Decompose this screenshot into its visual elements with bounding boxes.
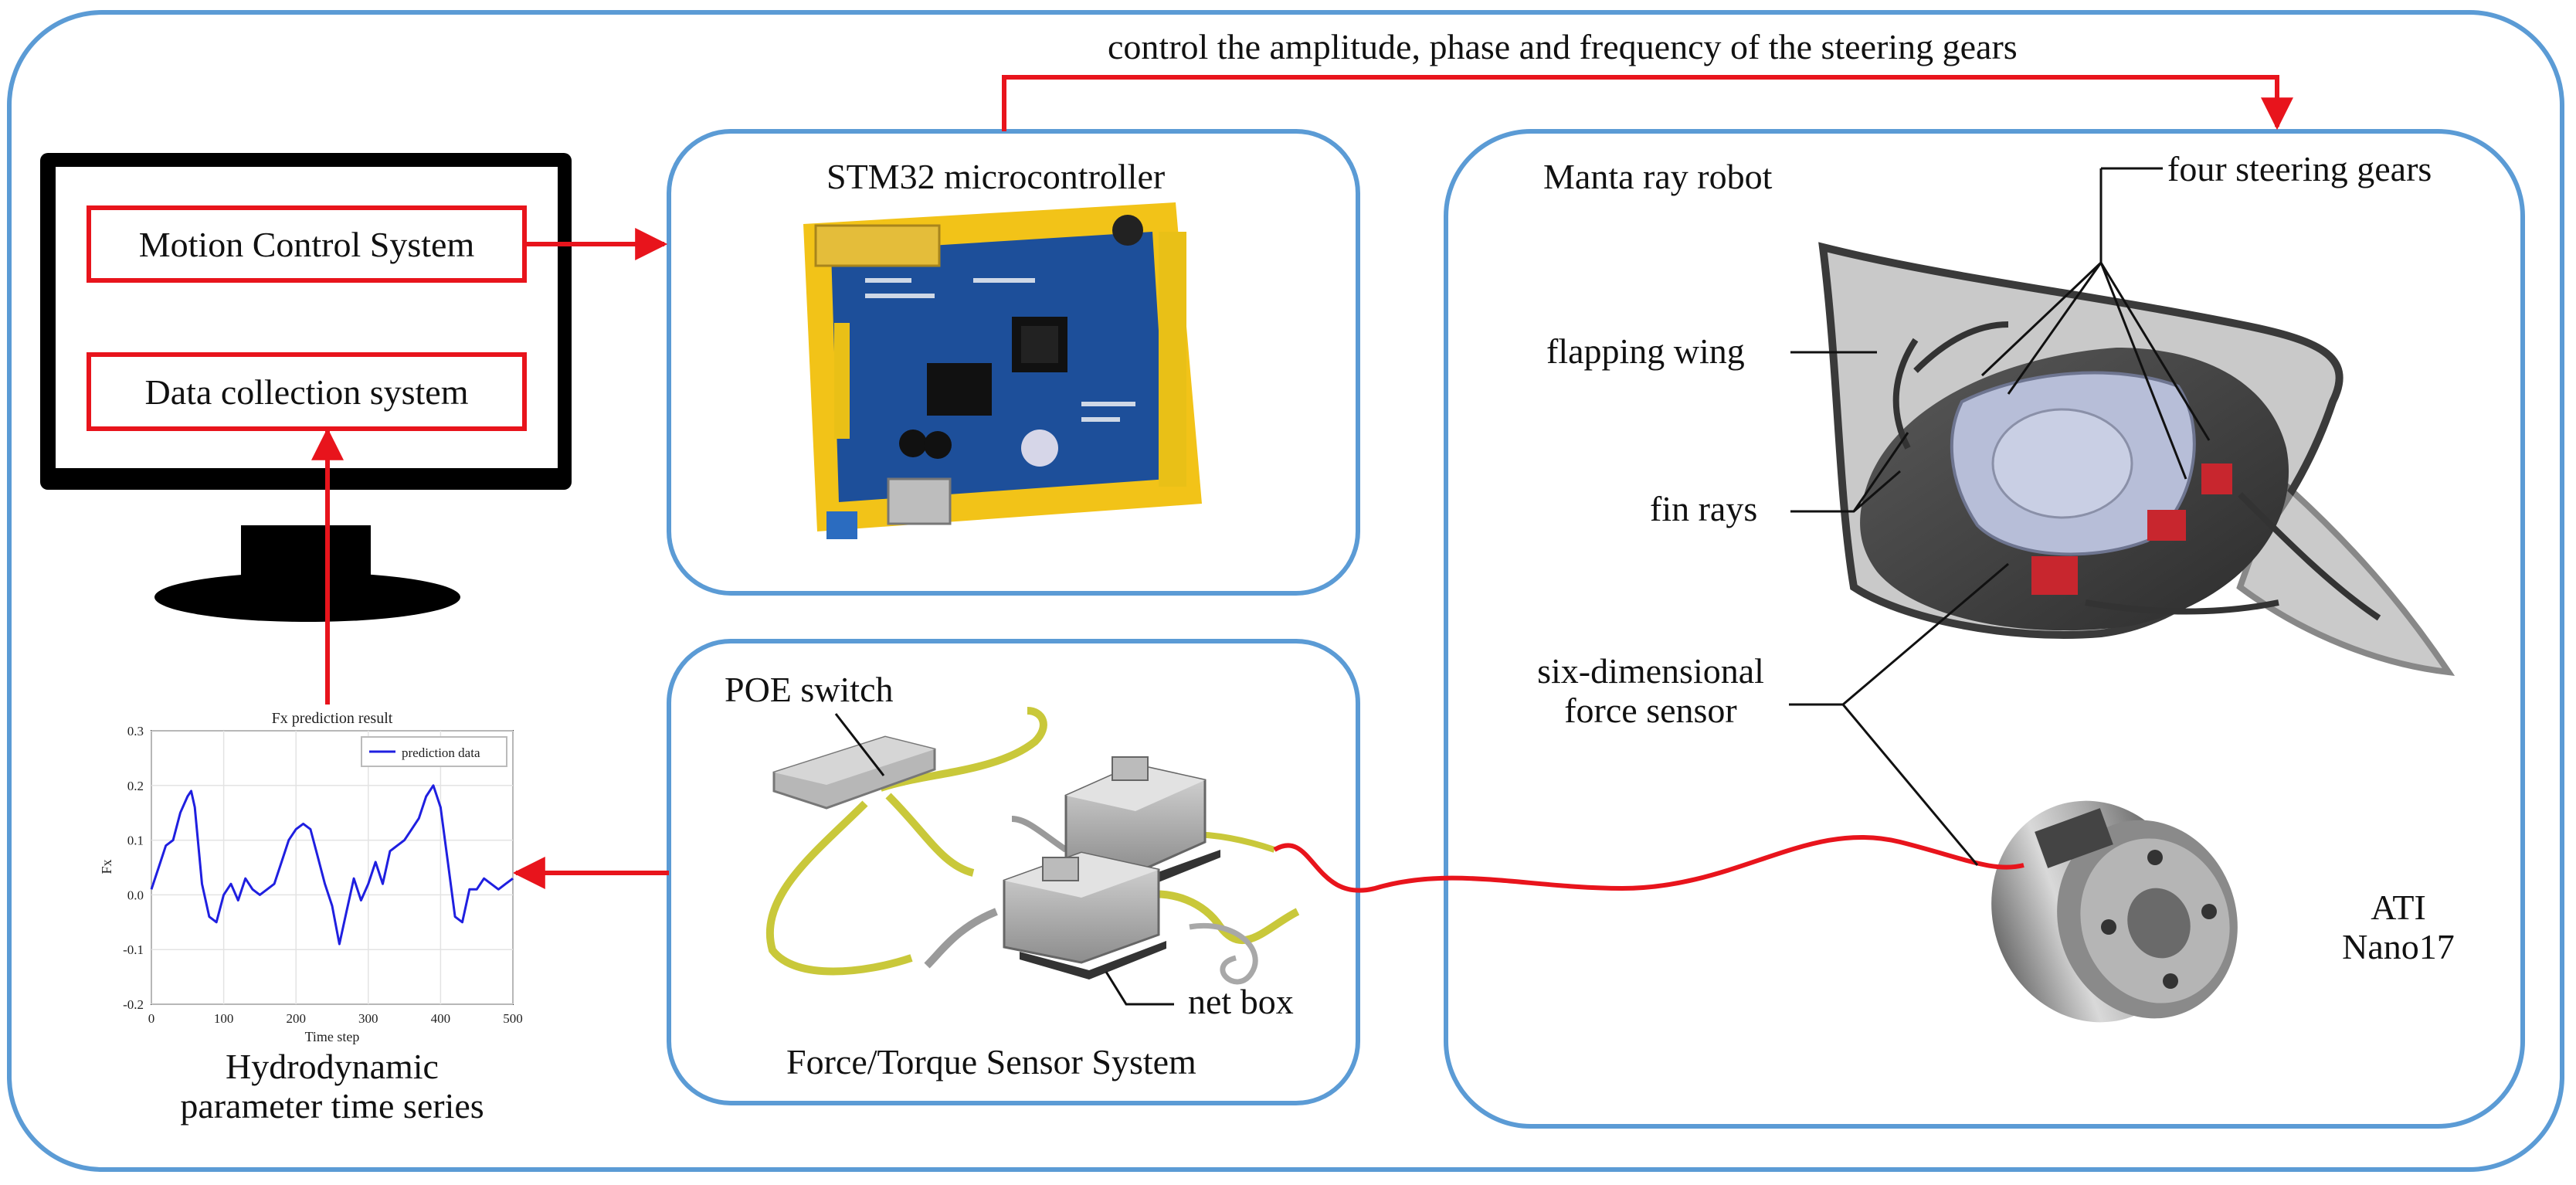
robot-title: Manta ray robot <box>1543 157 1773 196</box>
net-box-label: net box <box>1188 982 1294 1021</box>
chart-plot-area <box>151 730 514 1005</box>
legend-label: prediction data <box>402 745 480 760</box>
robot-panel <box>1444 129 2525 1129</box>
ati-label: ATI Nano17 <box>2317 888 2479 966</box>
force-sensor-label: six-dimensional force sensor <box>1515 651 1786 730</box>
x-tick-label: 200 <box>286 1011 306 1026</box>
pointer-fin-rays <box>1790 432 1909 513</box>
plot-caption-line2: parameter time series <box>180 1085 484 1126</box>
pointer-poe-switch <box>834 713 885 776</box>
ati-line1: ATI <box>2371 888 2426 927</box>
plot-caption: Hydrodynamic parameter time series <box>116 1047 548 1126</box>
data-collection-box[interactable]: Data collection system <box>87 352 527 431</box>
ati-nano17-image <box>1991 800 2238 1023</box>
y-tick-label: -0.2 <box>123 997 144 1012</box>
force-sensor-line2: force sensor <box>1564 690 1737 730</box>
pointer-steering-gears <box>1980 167 2211 480</box>
sensor-system-panel <box>667 639 1360 1105</box>
fin-rays-label: fin rays <box>1650 489 1758 528</box>
manta-ray-robot-image <box>1818 242 2456 676</box>
motion-control-box[interactable]: Motion Control System <box>87 205 527 283</box>
outer-frame <box>7 10 2564 1172</box>
y-tick-label: -0.1 <box>123 942 144 957</box>
pointer-net-box <box>1105 971 1174 1006</box>
x-tick-label: 100 <box>214 1011 234 1026</box>
x-tick-label: 0 <box>148 1011 155 1026</box>
stm32-panel <box>667 129 1360 596</box>
y-tick-label: 0.0 <box>127 888 144 902</box>
y-tick-label: 0.2 <box>127 779 144 793</box>
fx-chart: -0.2 -0.1 0.0 0.1 0.2 0.3 0 100 200 300 400 500 Fx … <box>99 710 523 1044</box>
series-line-prediction-data <box>150 784 514 946</box>
top-arrow-label: control the amplitude, phase and frequen… <box>1108 27 2018 66</box>
pointer-force-sensor <box>1789 562 2009 866</box>
chart-title: Fx prediction result <box>272 710 393 727</box>
chart-legend: prediction data <box>361 736 507 767</box>
sensor-system-title: Force/Torque Sensor System <box>786 1042 1196 1081</box>
ati-line2: Nano17 <box>2342 926 2455 966</box>
steering-gears-label: four steering gears <box>2167 149 2432 188</box>
stm32-title: STM32 microcontroller <box>826 157 1166 196</box>
x-tick-label: 300 <box>358 1011 378 1026</box>
stm32-board-image <box>803 202 1202 539</box>
y-tick-label: 0.1 <box>127 834 144 848</box>
x-tick-label: 500 <box>503 1011 523 1026</box>
flapping-wing-label: flapping wing <box>1546 331 1745 371</box>
force-sensor-line1: six-dimensional <box>1537 651 1764 691</box>
cable-sensor-to-netbox <box>1273 834 2024 893</box>
y-tick-label: 0.3 <box>127 724 144 739</box>
chart-ylabel: Fx <box>99 859 114 874</box>
sensor-system-image <box>765 707 1300 985</box>
arrow-stm32-to-robot <box>1002 75 2293 131</box>
x-tick-label: 400 <box>431 1011 451 1026</box>
plot-caption-line1: Hydrodynamic <box>226 1047 439 1086</box>
chart-xlabel: Time step <box>305 1029 360 1044</box>
poe-switch-label: POE switch <box>725 670 894 709</box>
